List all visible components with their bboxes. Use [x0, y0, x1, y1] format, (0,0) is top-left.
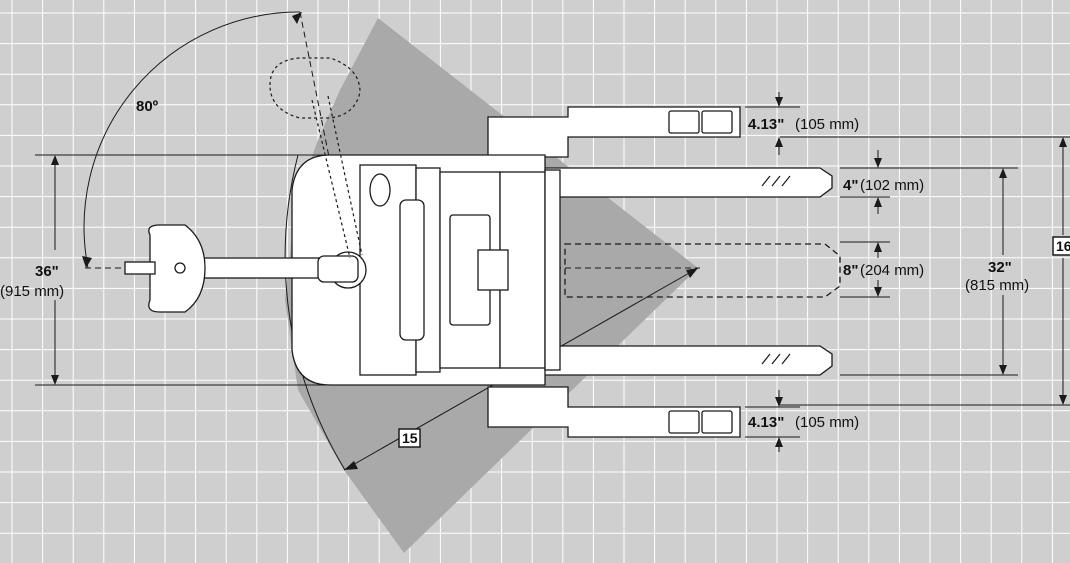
top-clearance-metric: (105 mm) [795, 116, 859, 133]
overall-width-metric: (915 mm) [0, 283, 64, 300]
turning-radius-ref-box: 15 [398, 428, 421, 448]
lower-fork [539, 345, 833, 376]
tiller-angle-label: 80º [136, 98, 159, 115]
upper-fork [539, 167, 833, 198]
bottom-clearance-imperial: 4.13" [748, 414, 784, 431]
overall-length-ref-box: 16 [1052, 236, 1070, 256]
fork-width-metric: (102 mm) [860, 177, 924, 194]
forks [487, 106, 841, 438]
fork-slots [761, 175, 791, 365]
fork-gap-imperial: 8" [843, 262, 858, 279]
tiller-raised-ghost [269, 57, 363, 259]
svg-text:16: 16 [1056, 238, 1070, 254]
fork-gap-metric: (204 mm) [860, 262, 924, 279]
retracted-fork-ghost [564, 243, 841, 298]
fork-spread-metric: (815 mm) [965, 277, 1029, 294]
bottom-clearance-metric: (105 mm) [795, 414, 859, 431]
arrowheads [51, 12, 1067, 470]
top-clearance-imperial: 4.13" [748, 116, 784, 133]
fork-width-imperial: 4" [843, 177, 858, 194]
fork-spread-imperial: 32" [988, 259, 1012, 276]
overall-width-imperial: 36" [35, 263, 59, 280]
tiller-handle [124, 224, 367, 313]
svg-text:15: 15 [402, 430, 418, 446]
truck-body [291, 154, 561, 386]
